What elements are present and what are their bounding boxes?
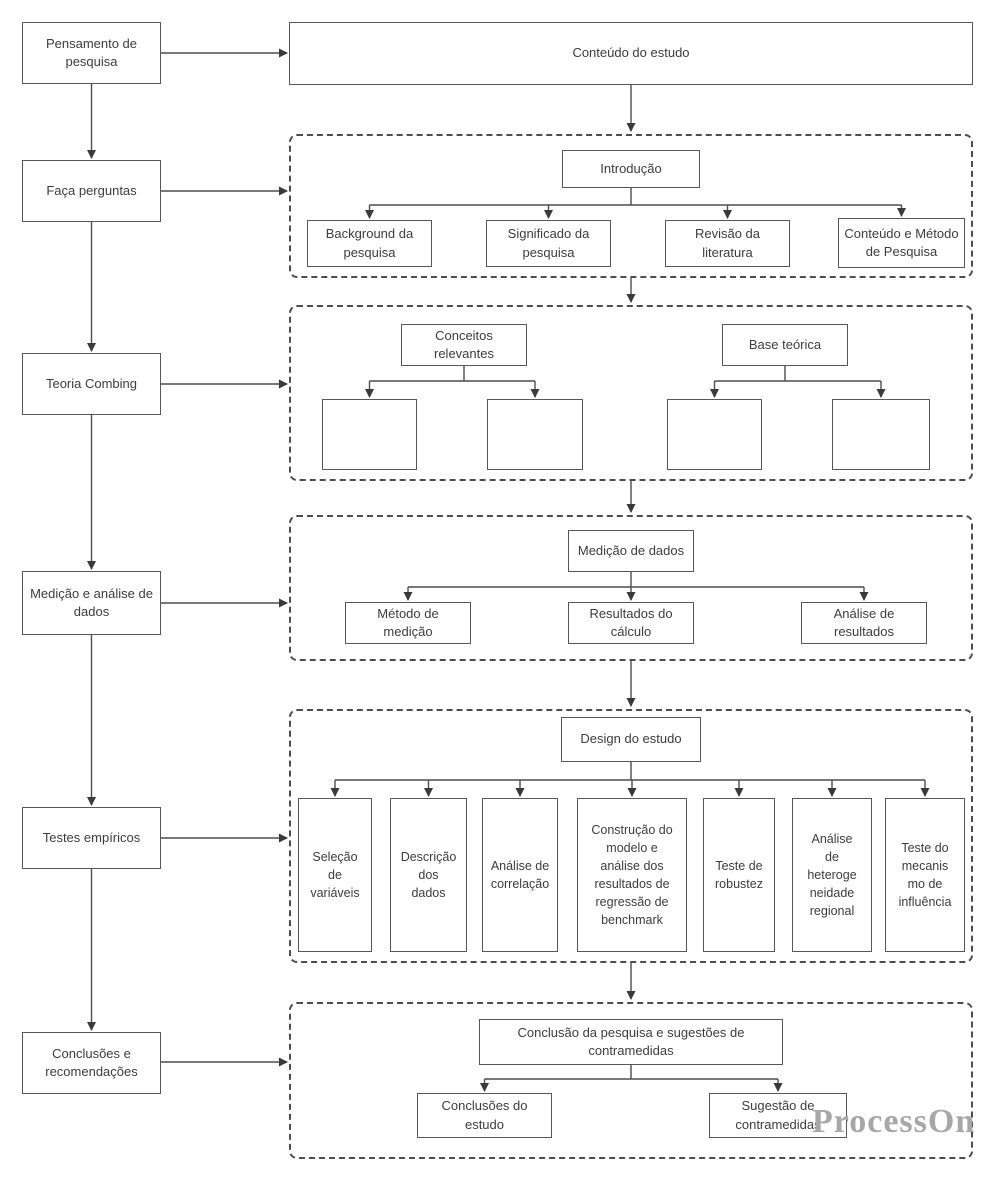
flow-step-measurement-analysis: Medição e análise de dados xyxy=(22,571,161,635)
design-col-mechanism-test: Teste do mecanis mo de influência xyxy=(885,798,965,952)
introduction-title-box: Introdução xyxy=(562,150,700,188)
theory-empty-box-3 xyxy=(667,399,762,470)
design-col-correlation-analysis: Análise de correlação xyxy=(482,798,558,952)
intro-child-content-method: Conteúdo e Método de Pesquisa xyxy=(838,218,965,268)
measurement-method-box: Método de medição xyxy=(345,602,471,644)
flow-step-conclusions: Conclusões e recomendações xyxy=(22,1032,161,1094)
theory-empty-box-1 xyxy=(322,399,417,470)
measurement-title-box: Medição de dados xyxy=(568,530,694,572)
flow-step-research-thinking: Pensamento de pesquisa xyxy=(22,22,161,84)
conclusion-suggestion-box: Sugestão de contramedidas xyxy=(709,1093,847,1138)
design-col-heterogeneity-analysis: Análise de heteroge neidade regional xyxy=(792,798,872,952)
measurement-analysis-box: Análise de resultados xyxy=(801,602,927,644)
conclusion-study-box: Conclusões do estudo xyxy=(417,1093,552,1138)
design-col-robustness-test: Teste de robustez xyxy=(703,798,775,952)
intro-child-literature: Revisão da literatura xyxy=(665,220,790,267)
conclusion-title-box: Conclusão da pesquisa e sugestões de con… xyxy=(479,1019,783,1065)
theory-concepts-box: Conceitos relevantes xyxy=(401,324,527,366)
measurement-results-box: Resultados do cálculo xyxy=(568,602,694,644)
design-col-model-construction: Construção do modelo e análise dos resul… xyxy=(577,798,687,952)
design-title-box: Design do estudo xyxy=(561,717,701,762)
theory-base-box: Base teórica xyxy=(722,324,848,366)
intro-child-significance: Significado da pesquisa xyxy=(486,220,611,267)
theory-empty-box-2 xyxy=(487,399,583,470)
flow-step-empirical-tests: Testes empíricos xyxy=(22,807,161,869)
study-content-box: Conteúdo do estudo xyxy=(289,22,973,85)
flow-step-theory-combing: Teoria Combing xyxy=(22,353,161,415)
processon-watermark: ProcessOn xyxy=(812,1103,976,1140)
intro-child-background: Background da pesquisa xyxy=(307,220,432,267)
design-col-data-description: Descrição dos dados xyxy=(390,798,467,952)
theory-empty-box-4 xyxy=(832,399,930,470)
flow-step-ask-questions: Faça perguntas xyxy=(22,160,161,222)
design-col-variable-selection: Seleção de variáveis xyxy=(298,798,372,952)
